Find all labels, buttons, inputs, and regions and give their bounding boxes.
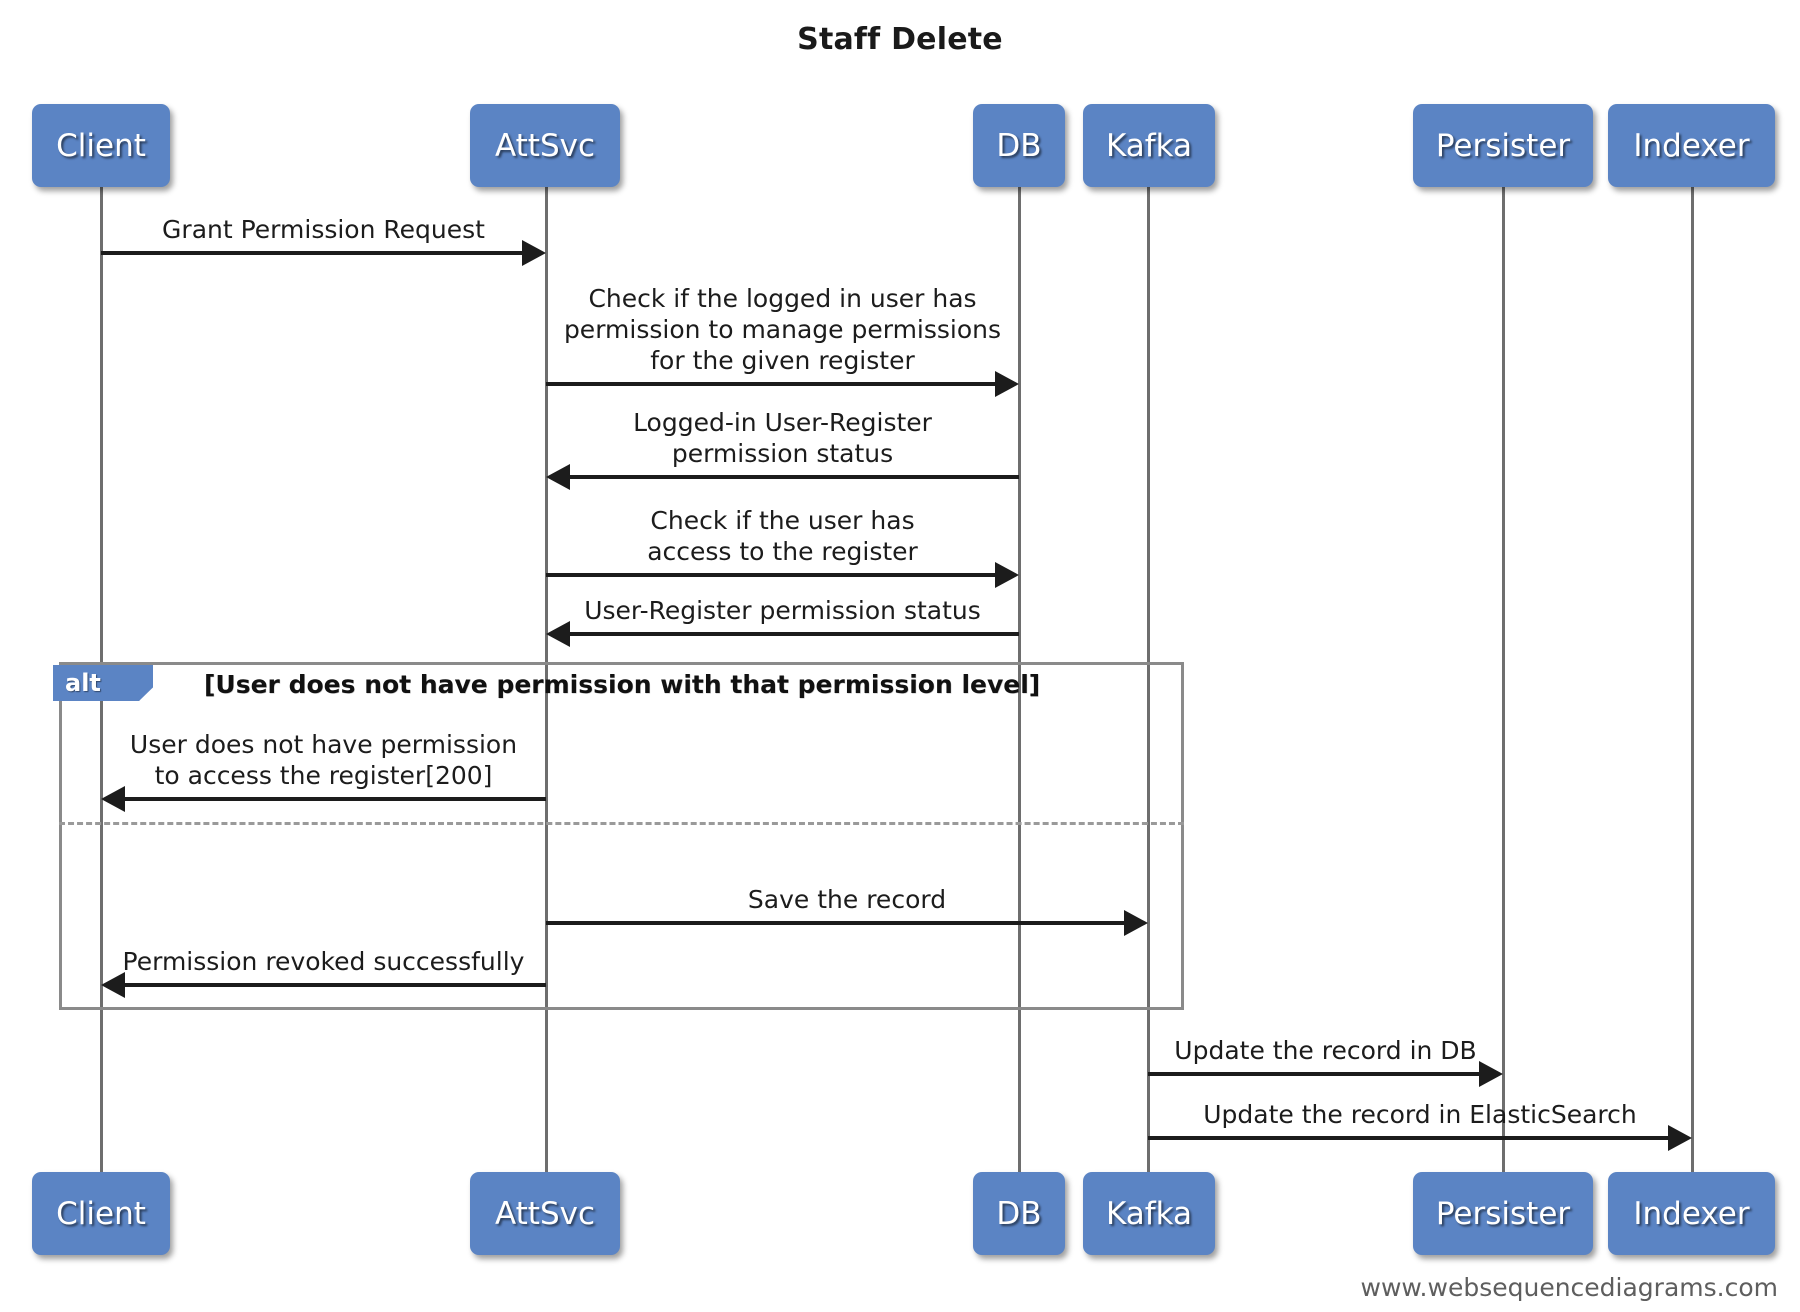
message-label: Permission revoked successfully [122,947,525,976]
participant-box-client-bottom[interactable]: Client [32,1172,170,1255]
participant-label: Indexer [1633,1195,1750,1232]
message-label: Check if the user has access to the regi… [647,506,918,566]
message-label: Check if the logged in user has permissi… [563,284,1002,375]
participant-label: Kafka [1105,127,1193,164]
participant-box-persister-bottom[interactable]: Persister [1413,1172,1593,1255]
participant-box-indexer-top[interactable]: Indexer [1608,104,1775,187]
message-arrowhead [101,972,125,998]
message-line [546,921,1127,925]
lifeline-persister [1502,187,1505,1172]
lifeline-indexer [1691,187,1694,1172]
participant-label: Persister [1435,1195,1571,1232]
message-arrowhead [1668,1125,1692,1151]
participant-box-persister-top[interactable]: Persister [1413,104,1593,187]
lifeline-kafka [1147,187,1150,1172]
alt-fragment-frame [59,662,1184,1010]
message-label: Logged-in User-Register permission statu… [633,408,932,468]
message-line [122,983,546,987]
message-arrowhead [1479,1061,1503,1087]
participant-label: DB [996,1195,1042,1232]
alt-fragment-divider [59,822,1184,825]
participant-box-attsvc-top[interactable]: AttSvc [470,104,620,187]
participant-box-attsvc-bottom[interactable]: AttSvc [470,1172,620,1255]
participant-box-kafka-top[interactable]: Kafka [1083,104,1215,187]
participant-label: Client [56,1195,146,1232]
message-arrowhead [995,562,1019,588]
lifeline-attsvc [545,187,548,1172]
message-arrowhead [522,240,546,266]
lifeline-db [1018,187,1021,1172]
message-arrowhead [995,371,1019,397]
alt-fragment-tag: alt [53,665,153,701]
participant-label: DB [996,127,1042,164]
page-title: Staff Delete [797,22,1003,57]
message-line [567,475,1019,479]
watermark-footer: www.websequencediagrams.com [1360,1273,1778,1302]
message-arrowhead [101,786,125,812]
message-line [1148,1072,1482,1076]
participant-label: Indexer [1633,127,1750,164]
participant-label: AttSvc [494,127,596,164]
participant-label: AttSvc [494,1195,596,1232]
message-line [546,573,998,577]
message-label: Grant Permission Request [162,215,485,244]
alt-fragment-tag-label: alt [65,669,101,697]
message-label: User-Register permission status [584,596,981,625]
alt-fragment-condition: [User does not have permission with that… [204,670,1041,699]
participant-box-client-top[interactable]: Client [32,104,170,187]
message-line [546,382,998,386]
participant-box-db-top[interactable]: DB [973,104,1065,187]
message-label: Update the record in DB [1174,1036,1477,1065]
participant-label: Persister [1435,127,1571,164]
participant-label: Kafka [1105,1195,1193,1232]
message-label: Save the record [747,885,947,914]
message-arrowhead [546,464,570,490]
participant-box-indexer-bottom[interactable]: Indexer [1608,1172,1775,1255]
participant-box-db-bottom[interactable]: DB [973,1172,1065,1255]
message-line [1148,1136,1671,1140]
message-line [122,797,546,801]
message-line [567,632,1019,636]
message-arrowhead [1124,910,1148,936]
participant-label: Client [56,127,146,164]
message-label: Update the record in ElasticSearch [1203,1100,1637,1129]
message-label: User does not have permission to access … [129,730,518,790]
participant-box-kafka-bottom[interactable]: Kafka [1083,1172,1215,1255]
message-arrowhead [546,621,570,647]
message-line [101,251,525,255]
